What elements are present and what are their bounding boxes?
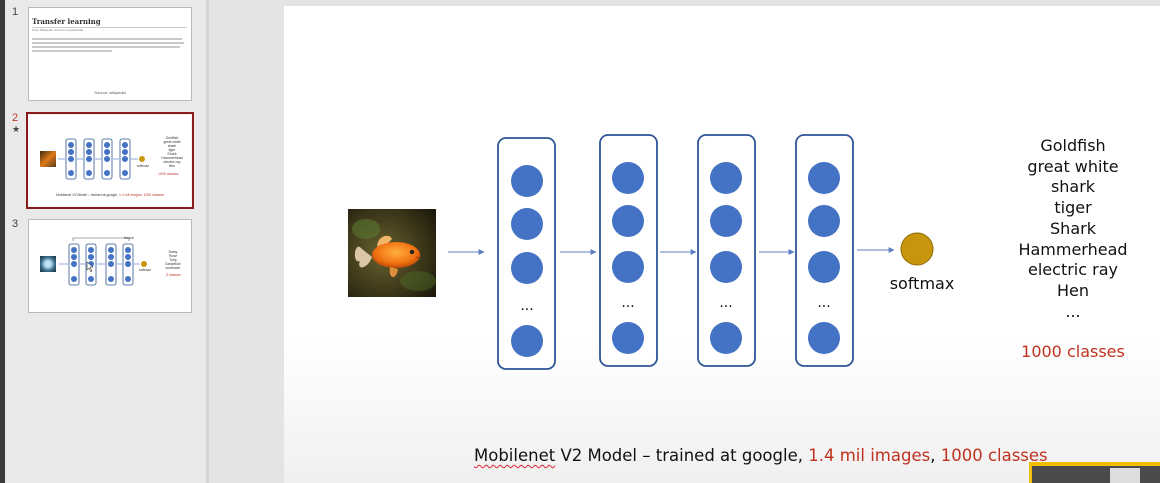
thumb-3-flower-image (40, 256, 56, 272)
class-label: Hammerhead (1018, 239, 1128, 259)
goldfish-image[interactable] (348, 209, 436, 297)
slide-2-animation-star-icon: ★ (12, 124, 21, 134)
thumb-2-network-diagram (58, 138, 145, 180)
layer-3: ... (697, 134, 756, 367)
layer-ellipsis: ... (817, 295, 830, 311)
slide-number-2: 2 (12, 112, 19, 124)
thumb-2-caption-red: 1.4 mil images, 1000 classes (118, 193, 164, 197)
thumb-1-source: Source: wikipedia (94, 90, 126, 95)
slide-thumbnail-2[interactable]: softmax Goldfish great white shark tiger… (26, 112, 194, 209)
slide-caption: Mobilenet V2 Model – trained at google, … (474, 446, 1048, 465)
pane-splitter[interactable] (206, 0, 209, 483)
caption-classes: 1000 classes (940, 446, 1048, 465)
thumb-3-softmax-label: softmax (138, 268, 152, 272)
thumb-2-fish-image (40, 151, 56, 167)
class-label: electric ray (1028, 260, 1118, 280)
thumb-2-caption-main: Mobilenet V2 Model – trained at google, (56, 193, 119, 197)
layer-ellipsis: ... (719, 295, 732, 311)
neuron (710, 205, 742, 237)
thumb-3-network-diagram (59, 237, 147, 286)
webcam-overlay-video (1032, 466, 1160, 483)
neuron (808, 162, 840, 194)
class-label: Goldfish (1040, 136, 1106, 155)
thumb-1-text-line (32, 50, 112, 52)
slide-thumbnail-1[interactable]: Transfer learning From Wikipedia, the fr… (28, 7, 192, 101)
thumb-1-subtitle: From Wikipedia, the free encyclopedia (32, 28, 84, 32)
slide-number-3: 3 (12, 218, 19, 230)
neuron (808, 322, 840, 354)
softmax-label: softmax (889, 274, 955, 293)
thumb-2-caption: Mobilenet V2 Model – trained at google, … (28, 193, 192, 197)
neuron (511, 252, 543, 284)
neuron (808, 205, 840, 237)
thumb-2-classes-total: 1000 classes (158, 172, 179, 176)
neuron (612, 322, 644, 354)
output-class-list: Goldfish great white shark tiger Shark H… (1003, 136, 1143, 322)
thumb-3-classes-total: 5 classes (166, 273, 181, 277)
caption-images: 1.4 mil images (808, 446, 931, 465)
thumb-1-rule (32, 27, 187, 28)
thumb-1-text-line (32, 38, 182, 40)
thumb-2-class-labels: Goldfish great white shark tiger Shark H… (161, 136, 183, 168)
thumb-3-top-label: freeze (124, 236, 134, 240)
class-label: Hen (1056, 280, 1089, 300)
softmax-node (900, 232, 934, 266)
neuron (612, 162, 644, 194)
webcam-overlay-person (1110, 468, 1140, 483)
thumb-1-text-line (32, 42, 184, 44)
caption-model-word: Mobilenet (474, 446, 556, 465)
neuron (511, 165, 543, 197)
thumb-3-class-labels: Daisy Rose Tulip Dandelion sunflower (165, 250, 181, 270)
layer-1: ... (497, 137, 556, 370)
slide-number-1: 1 (12, 6, 19, 18)
layer-2: ... (599, 134, 658, 367)
classes-total: 1000 classes (1021, 342, 1125, 361)
thumb-2-softmax-label: softmax (136, 164, 150, 168)
class-ellipsis: ... (1065, 301, 1081, 321)
neuron (612, 205, 644, 237)
window-left-edge (0, 0, 5, 483)
neuron (511, 208, 543, 240)
neuron (710, 322, 742, 354)
class-label: shark (1050, 177, 1096, 197)
neuron (710, 162, 742, 194)
class-label: great white (1027, 156, 1119, 176)
neuron (511, 325, 543, 357)
neuron (808, 251, 840, 283)
goldfish-illustration (348, 209, 436, 297)
thumb-1-text-line (32, 46, 180, 48)
caption-main: V2 Model – trained at google, (555, 446, 809, 465)
layer-ellipsis: ... (621, 295, 634, 311)
neuron (710, 251, 742, 283)
slide-thumbnail-3[interactable]: freeze softmax Daisy Rose Tulip Dandelio… (28, 219, 192, 313)
layer-4: ... (795, 134, 854, 367)
class-label: Shark (1050, 218, 1096, 238)
caption-comma: , (930, 446, 941, 465)
neuron (612, 251, 644, 283)
layer-ellipsis: ... (520, 298, 533, 314)
class-label: tiger (1054, 198, 1092, 218)
thumb-1-title: Transfer learning (32, 17, 101, 26)
